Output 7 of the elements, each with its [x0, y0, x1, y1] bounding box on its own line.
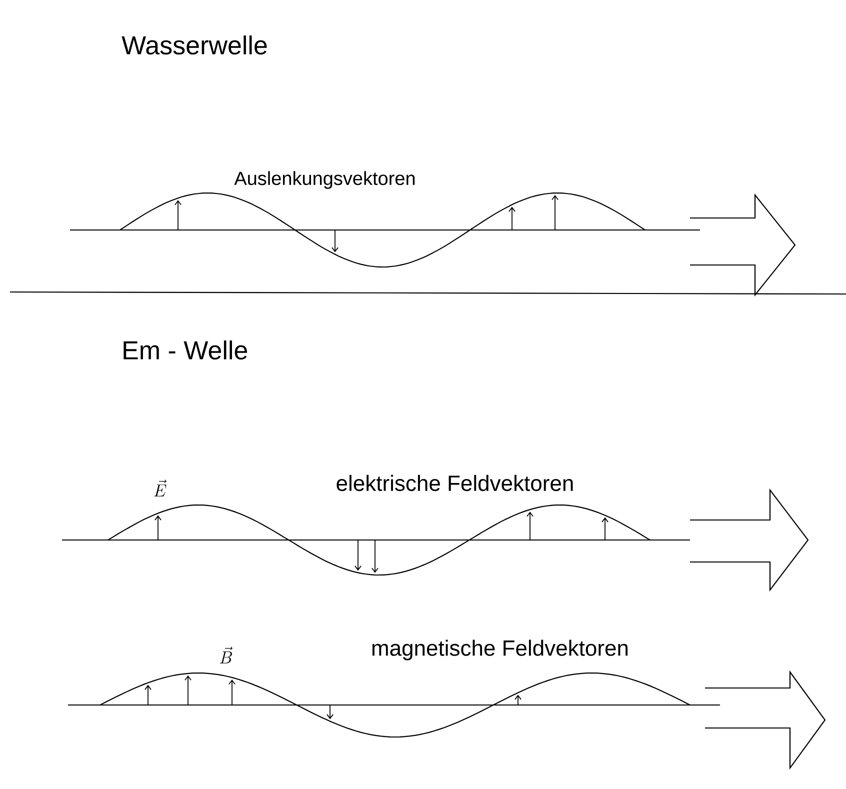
vector-symbol: $\vec{B}$: [220, 646, 232, 664]
wave-label: elektrische Feldvektoren: [336, 474, 573, 492]
heading: Wasserwelle: [122, 35, 267, 55]
vector-symbol: $\vec{E}$: [154, 480, 166, 496]
wave-label: Auslenkungsvektoren: [234, 171, 415, 189]
heading: Em - Welle: [124, 340, 248, 360]
wave-label: magnetische Feldvektoren: [372, 640, 628, 660]
